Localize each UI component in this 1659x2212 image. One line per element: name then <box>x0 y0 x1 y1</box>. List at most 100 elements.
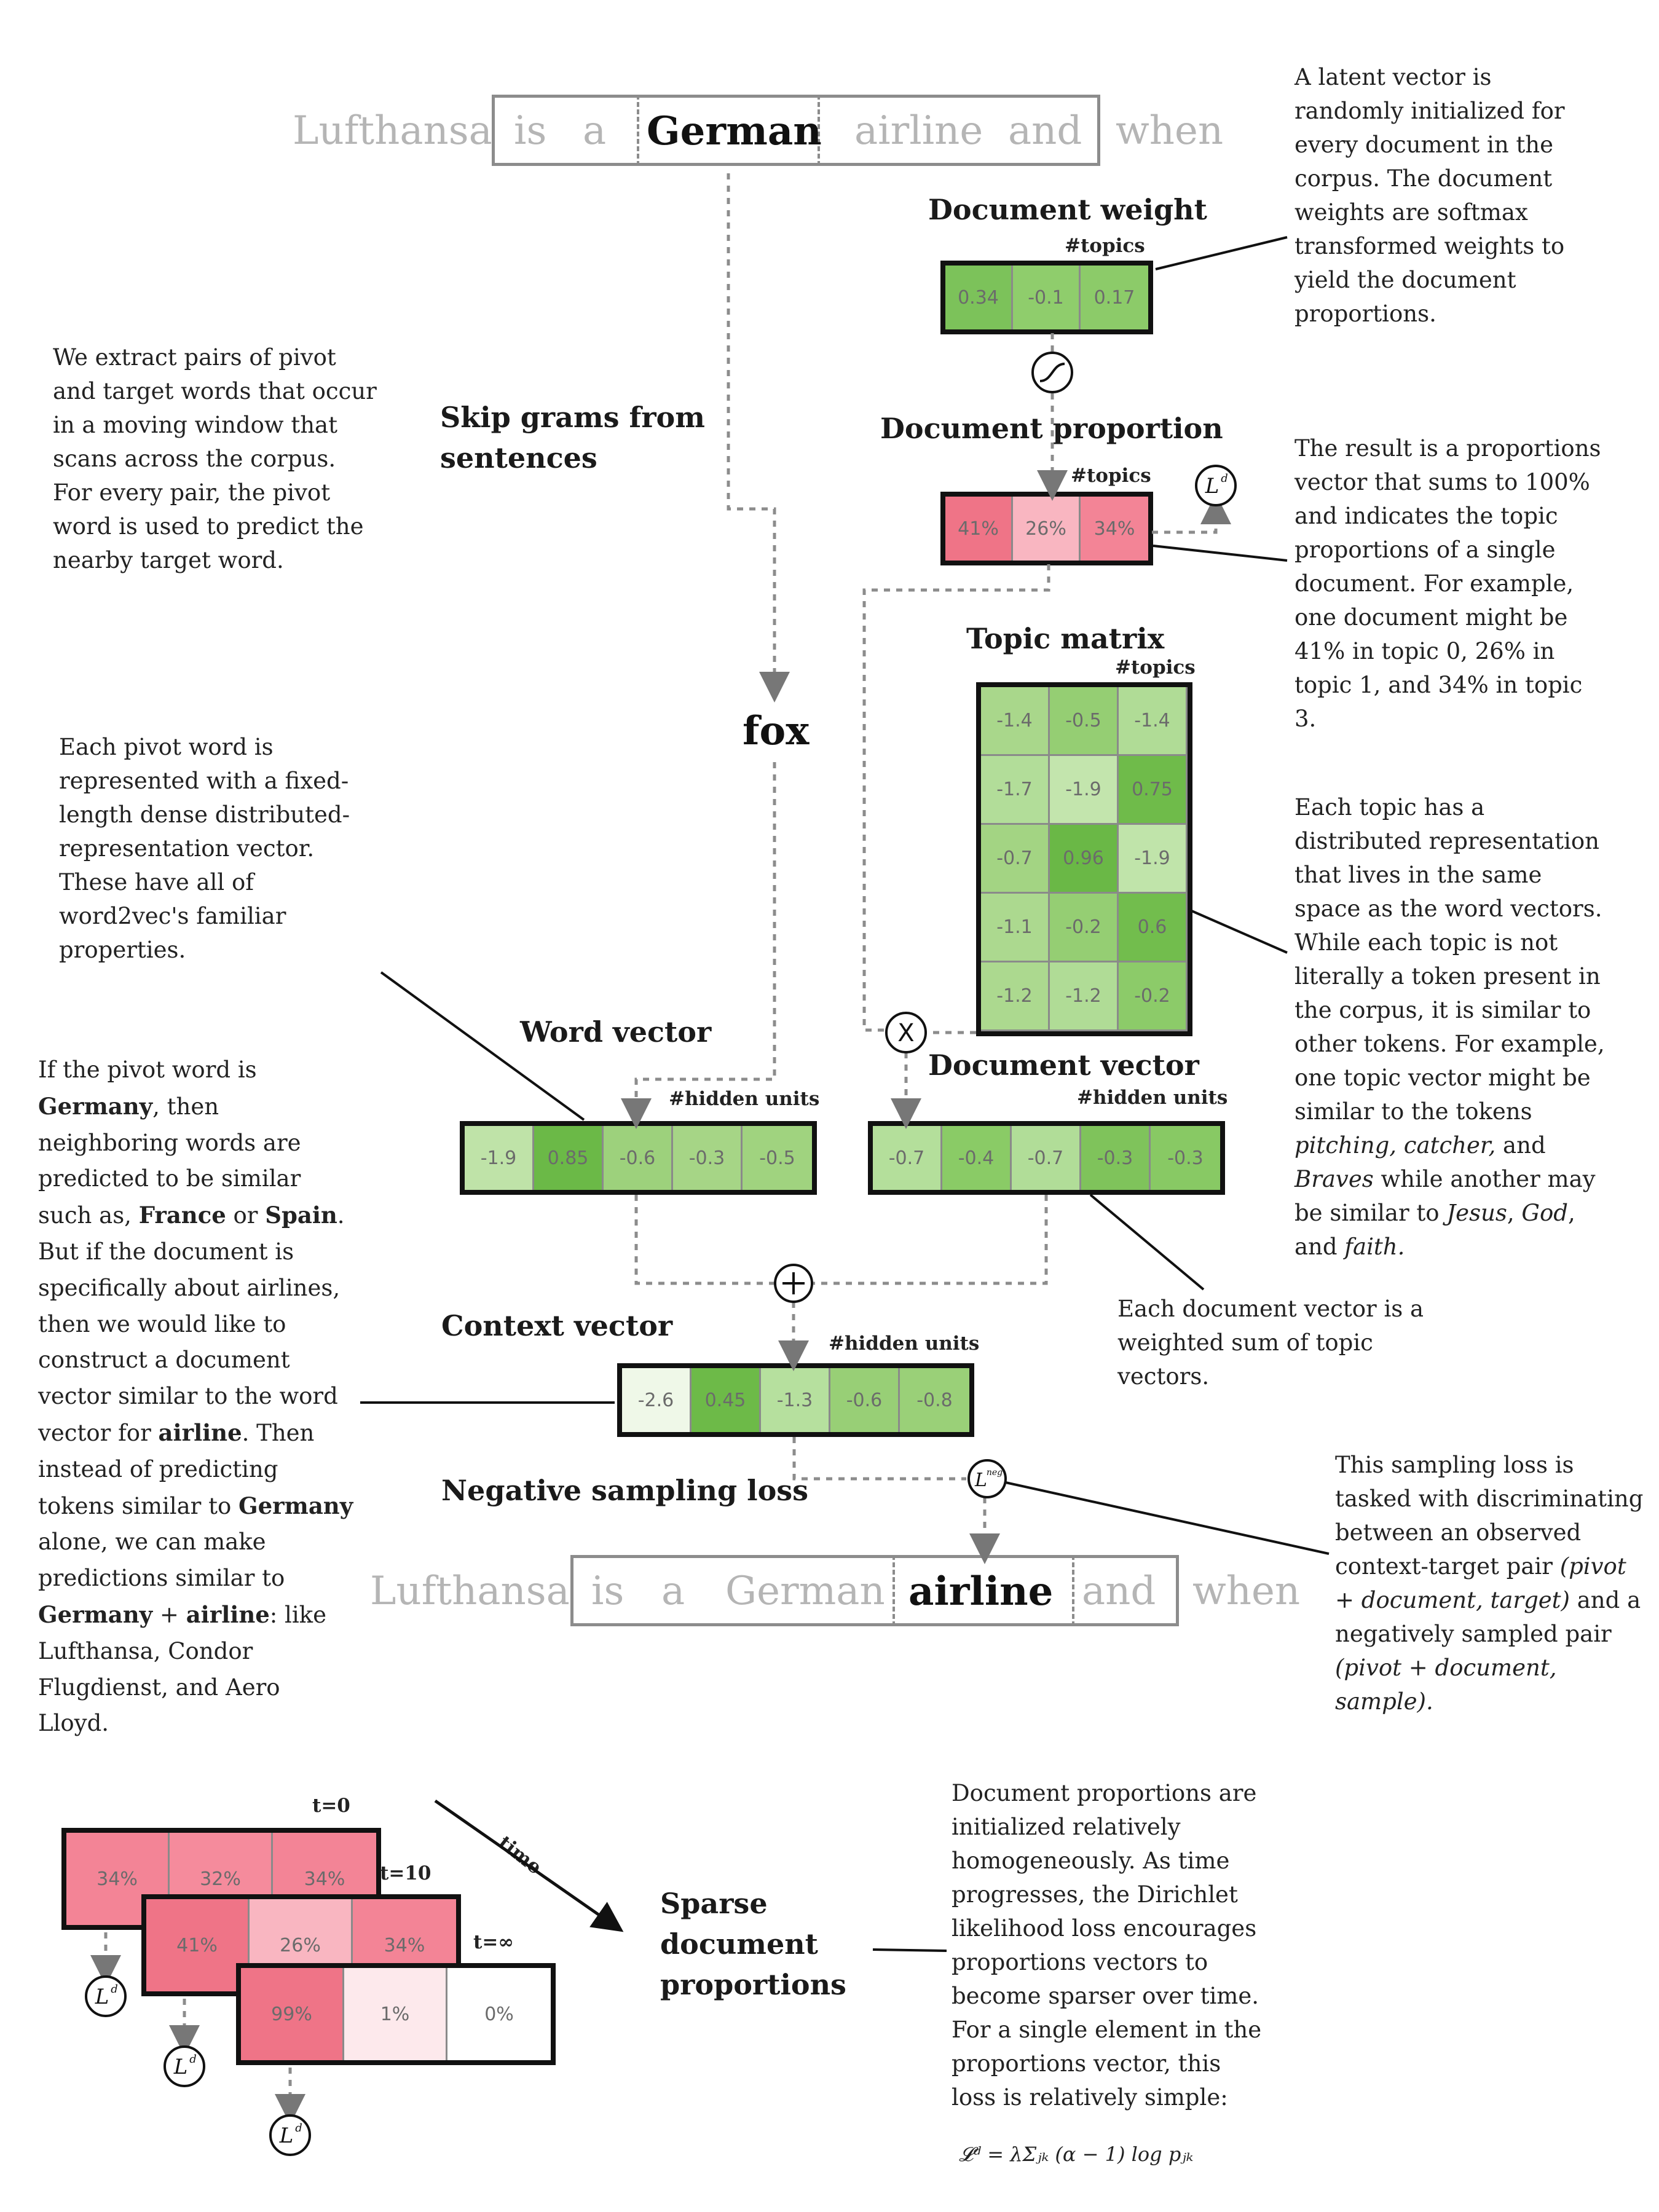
dirichlet-loss-icon-top: L d <box>1195 465 1237 506</box>
bottom-word-0: Lufthansa <box>370 1568 570 1614</box>
bottom-target-highlight <box>893 1555 1074 1626</box>
topic-matrix-cell-3-0: -1.1 <box>981 894 1050 962</box>
document-vector-cell-2: -0.7 <box>1012 1126 1081 1190</box>
skip-grams-title: Skip grams from sentences <box>440 401 705 474</box>
topic-matrix-title: Topic matrix <box>966 622 1165 655</box>
plus-icon <box>774 1264 813 1303</box>
document-weight-cell-1: -0.1 <box>1013 266 1081 329</box>
context-vector-cell-2: -1.3 <box>761 1368 830 1432</box>
docvec-to-plus-path <box>811 1195 1048 1285</box>
time-step-1-label: t=10 <box>380 1862 431 1884</box>
svg-text:d: d <box>189 2053 197 2066</box>
note-sampling-loss: This sampling loss is tasked with discri… <box>1335 1452 1644 1715</box>
document-vector-cell-3: -0.3 <box>1081 1126 1151 1190</box>
time-step-0-label: t=0 <box>312 1795 350 1817</box>
svg-text:L: L <box>173 2055 188 2079</box>
svg-text:d: d <box>295 2122 302 2135</box>
top-word-6: when <box>1116 108 1224 154</box>
leader-sampling <box>1005 1481 1330 1555</box>
svg-text:d: d <box>1221 472 1228 485</box>
document-weight-cell-2: 0.17 <box>1081 266 1148 329</box>
svg-text:d: d <box>111 1983 118 1996</box>
time-step-2-cell-1: 1% <box>344 1968 447 2060</box>
topic-matrix-cell-2-2: -1.9 <box>1119 825 1188 894</box>
document-proportion-title: Document proportion <box>880 412 1223 445</box>
negative-sampling-title: Negative sampling loss <box>441 1474 809 1507</box>
sparse-title: Sparse document proportions <box>660 1887 846 2001</box>
word-vector-cell-3: -0.3 <box>673 1126 743 1190</box>
topic-matrix-cell-1-1: -1.9 <box>1050 756 1119 825</box>
time-arrow <box>434 1799 624 1932</box>
context-vector-cell-3: -0.6 <box>830 1368 900 1432</box>
note-latent-vector: A latent vector is randomly initialized … <box>1294 64 1565 327</box>
document-vector-dim: #hidden units <box>1077 1087 1228 1109</box>
topic-matrix-cell-1-0: -1.7 <box>981 756 1050 825</box>
time-step-2-cell-2: 0% <box>447 1968 551 2060</box>
document-proportion-cell-2: 34% <box>1081 497 1148 561</box>
proportion-to-multiply-path <box>862 564 1050 1032</box>
note-result: The result is a proportions vector that … <box>1294 435 1601 732</box>
word-vector-cell-0: -1.9 <box>465 1126 534 1190</box>
dirichlet-loss-icon-t2: L d <box>269 2114 311 2156</box>
topic-matrix-cell-3-2: 0.6 <box>1119 894 1188 962</box>
note-document-vector: Each document vector is a weighted sum o… <box>1117 1296 1424 1390</box>
leader-docvec <box>1089 1194 1205 1291</box>
topic-matrix-cell-0-2: -1.4 <box>1119 687 1188 756</box>
bottom-word-target: airline <box>908 1568 1054 1615</box>
leader-result <box>1153 545 1288 562</box>
topic-matrix-cell-4-0: -1.2 <box>981 962 1050 1031</box>
note-pivot-vector: Each pivot word is represented with a fi… <box>59 734 350 963</box>
time-step-2-cell-0: 99% <box>241 1968 344 2060</box>
topic-matrix-cell-1-2: 0.75 <box>1119 756 1188 825</box>
word-vector-cell-1: 0.85 <box>534 1126 604 1190</box>
document-proportion-cell-0: 41% <box>945 497 1013 561</box>
topic-matrix-cell-0-1: -0.5 <box>1050 687 1119 756</box>
softmax-icon <box>1031 352 1073 393</box>
leader-topic <box>1188 908 1288 954</box>
context-to-negloss-path <box>792 1437 966 1481</box>
leader-sparse <box>872 1948 947 1952</box>
document-proportion-dim: #topics <box>1071 465 1151 487</box>
top-word-5: and <box>1008 108 1082 154</box>
svg-text:L: L <box>1205 474 1220 498</box>
svg-text:L: L <box>974 1470 987 1491</box>
note-germany-airline: If the pivot word is Germany, then neigh… <box>38 1057 353 1737</box>
multiply-icon: X <box>885 1012 927 1053</box>
document-vector-title: Document vector <box>928 1049 1199 1082</box>
top-sentence-window <box>492 95 1100 166</box>
svg-text:L: L <box>95 1985 109 2009</box>
context-vector-cell-4: -0.8 <box>900 1368 969 1432</box>
bottom-word-5: and <box>1082 1568 1156 1614</box>
top-word-pivot: German <box>647 108 822 154</box>
svg-text:neg: neg <box>987 1468 1003 1478</box>
context-vector-dim: #hidden units <box>829 1332 980 1355</box>
dirichlet-formula: 𝓛ᵈ = λΣⱼₖ (α − 1) log pⱼₖ <box>959 2143 1194 2166</box>
context-vector-cell-0: -2.6 <box>622 1368 692 1432</box>
topic-matrix-cell-2-0: -0.7 <box>981 825 1050 894</box>
svg-text:L: L <box>279 2123 294 2148</box>
note-extract-pairs: We extract pairs of pivot and target wor… <box>53 344 377 573</box>
topic-matrix-cell-0-0: -1.4 <box>981 687 1050 756</box>
time-step-2-label: t=∞ <box>473 1931 514 1953</box>
word-vector-title: Word vector <box>520 1015 712 1049</box>
topic-matrix-topics-dim: #topics <box>1115 656 1196 679</box>
proportion-to-loss-path <box>1152 494 1231 534</box>
context-vector-title: Context vector <box>441 1309 673 1342</box>
top-word-2: a <box>583 108 607 154</box>
fox-to-word-vector-path <box>621 762 776 1129</box>
top-word-4: airline <box>854 108 983 154</box>
leader-pivot <box>380 971 585 1121</box>
topic-matrix-cell-2-1: 0.96 <box>1050 825 1119 894</box>
document-weight-dim: #topics <box>1065 235 1145 257</box>
pivot-to-fox-path <box>727 173 790 703</box>
leader-latent <box>1155 236 1288 270</box>
bottom-sentence-window <box>570 1555 1179 1626</box>
document-weight-title: Document weight <box>928 193 1207 226</box>
document-vector-cell-4: -0.3 <box>1151 1126 1220 1190</box>
bottom-word-2: a <box>661 1568 685 1614</box>
pivot-word-fox: fox <box>743 708 810 754</box>
